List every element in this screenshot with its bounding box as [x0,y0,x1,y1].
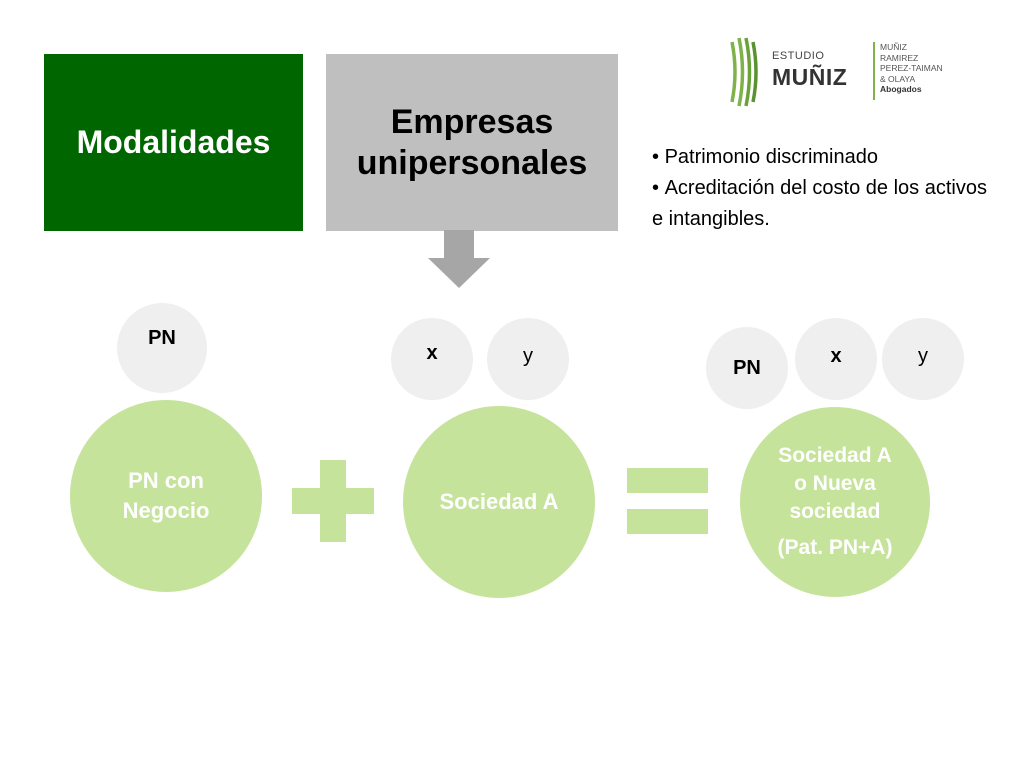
owner-circle-y: y [487,318,569,400]
logo-firm-line: RAMIREZ [880,52,919,63]
plus-sign [292,460,374,542]
owner-label: x [830,345,842,367]
entity-label: PN con Negocio [122,468,210,523]
owner-label: y [523,345,533,367]
equals-sign [627,468,708,534]
modalidades-box: Modalidades [44,54,303,231]
logo-firm-names: MUÑIZ RAMIREZ PEREZ-TAIMAN & OLAYA Aboga… [880,42,943,95]
entity-label: Sociedad A [439,489,559,514]
entity-circle-pn-con-negocio: PN con Negocio [70,400,262,592]
owner-label: x [426,342,438,364]
entity-circle-result: Sociedad A o Nueva sociedad (Pat. PN+A) [740,407,930,597]
bullet-item: Acreditación del costo de los activos e … [652,173,992,235]
result-owner-circle-y: y [882,318,964,400]
modalidades-label: Modalidades [76,124,271,160]
down-arrow-icon [428,230,490,288]
owner-circle-pn: PN [117,303,207,393]
result-owner-circle-x: x [795,318,877,400]
features-bullet-list: Patrimonio discriminado Acreditación del… [652,142,992,235]
logo-stripes-icon [730,37,758,107]
result-note: (Pat. PN+A) [777,536,893,559]
owner-label: PN [733,356,761,379]
logo-firm-line: PEREZ-TAIMAN [880,63,943,73]
logo-firm-line: MUÑIZ [880,42,907,52]
logo-estudio-text: ESTUDIO [772,50,825,62]
plus-horizontal-bar [292,488,374,514]
equals-top-bar [627,468,708,493]
logo-abogados: Abogados [880,84,922,94]
empresas-line-2: unipersonales [356,143,588,182]
logo-muniz-text: MUÑIZ [772,64,848,90]
entity-circle-sociedad-a: Sociedad A [403,406,595,598]
result-owner-circle-pn: PN [706,327,788,409]
owner-label: PN [148,327,176,349]
result-entity-label: Sociedad A o Nueva sociedad [778,444,892,523]
equals-bottom-bar [627,509,708,534]
owner-circle-x: x [391,318,473,400]
owner-label: y [918,345,928,367]
estudio-muniz-logo: ESTUDIO MUÑIZ MUÑIZ RAMIREZ PEREZ-TAIMAN… [728,34,968,110]
bullet-item: Patrimonio discriminado [652,142,992,173]
empresas-unipersonales-box: Empresas unipersonales [326,54,618,231]
logo-divider [873,42,875,100]
logo-firm-line: & OLAYA [880,73,916,84]
empresas-line-1: Empresas [390,102,554,141]
